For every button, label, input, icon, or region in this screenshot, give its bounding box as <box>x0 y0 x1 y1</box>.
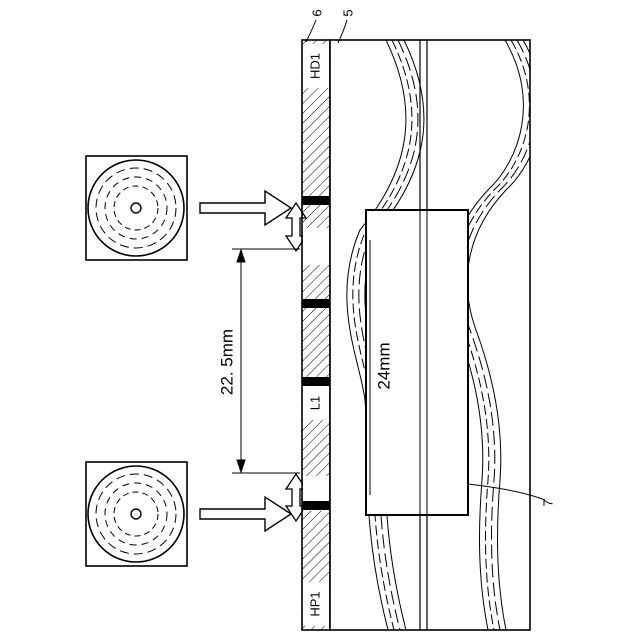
roller-unit-bottom <box>86 462 187 566</box>
head-strip <box>302 40 330 630</box>
ref-numeral-5: 5 <box>340 9 355 16</box>
ref-numeral-7: 7 <box>540 499 555 506</box>
head-element <box>302 196 330 205</box>
feed-arrow-icon <box>200 497 291 531</box>
dimension-spacing-label: 22. 5mm <box>217 329 236 395</box>
head-element <box>302 501 330 510</box>
roller-icon <box>88 160 184 256</box>
head-opening <box>303 228 329 265</box>
head-element <box>302 377 330 386</box>
roller-housing <box>86 462 187 566</box>
ref-numeral-6: 6 <box>309 9 324 16</box>
roller-unit-top <box>86 156 187 260</box>
label-hd1: HD1 <box>307 53 322 79</box>
roller-housing <box>86 156 187 260</box>
dimension-width-label: 24mm <box>374 342 393 389</box>
feed-arrow-icon <box>200 191 291 225</box>
label-l1: L1 <box>307 396 322 410</box>
dimension-spacing <box>232 249 300 473</box>
label-hp1: HP1 <box>307 591 322 616</box>
head-element <box>302 299 330 308</box>
roller-icon <box>88 466 184 562</box>
